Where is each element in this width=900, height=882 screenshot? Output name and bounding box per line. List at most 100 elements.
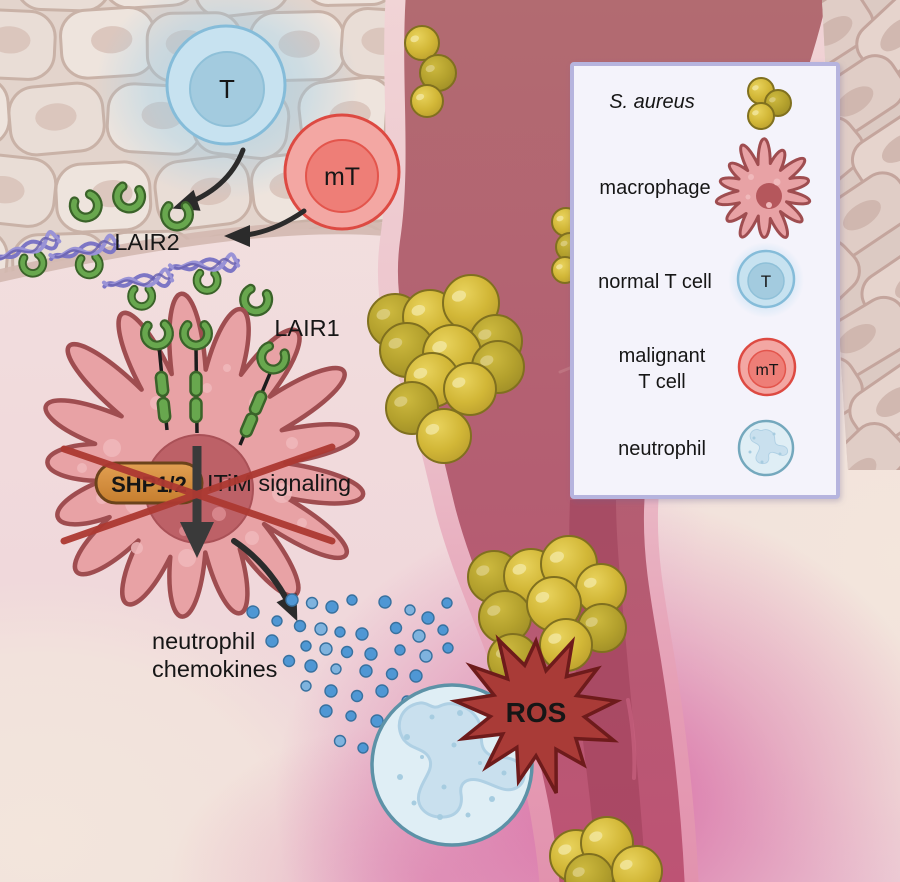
legend-label-macrophage: macrophage [599, 177, 710, 199]
epithelial-cell [14, 0, 113, 13]
normal-t-cell-icon: T [728, 242, 804, 318]
ros-star [449, 634, 623, 794]
chemokine-dot [378, 595, 392, 609]
epithelial-cell [301, 0, 399, 7]
macrophage: SHP1/2 ITiM signaling [43, 291, 366, 619]
legend-item-macrophage: macrophage [599, 137, 812, 239]
arrow-from-t-cell [172, 147, 246, 211]
collagen-strand [0, 229, 62, 278]
chemokine-dot [330, 663, 342, 675]
arrow-from-mt-cell [224, 208, 307, 247]
macrophage-icon [715, 137, 812, 239]
lair2-molecules [68, 181, 274, 317]
legend-item-malignant-t-cell: malignant T cell mT [619, 337, 797, 397]
chemokine-dot [419, 649, 433, 663]
chemokine-label-line1: neutrophil [152, 628, 255, 654]
chemokine-dot [412, 629, 426, 643]
inhibition-cross [60, 443, 336, 545]
chemokine-dot [246, 605, 260, 619]
chemokine-dot [441, 597, 453, 609]
lair-hook [160, 201, 194, 232]
lair-hook [256, 341, 291, 375]
collagen-lair2-complexes [0, 229, 241, 311]
s-aureus-cluster-bottom [549, 816, 663, 882]
s-aureus-cell [611, 845, 663, 882]
lair1-receptors [139, 319, 291, 446]
collagen-strand [101, 267, 175, 311]
malignant-t-cell-icon: mT [737, 337, 797, 397]
chemokine-dot [334, 626, 346, 638]
s-aureus-cluster-middle [367, 274, 525, 464]
chemokine-dot [325, 600, 339, 614]
legend-label-normal-t-cell: normal T cell [598, 271, 712, 293]
s-aureus-cell [564, 853, 614, 882]
legend-item-neutrophil: neutrophil [618, 419, 795, 477]
lair1-receptor [139, 319, 174, 431]
lair-hook [74, 252, 104, 280]
chemokine-dot [350, 689, 364, 703]
neutrophil-icon [737, 419, 795, 477]
chemokine-dot [285, 593, 299, 607]
chemokine-dot [345, 710, 357, 722]
t-cell-symbol: T [219, 74, 235, 104]
malignant-t-cell: mT [283, 113, 401, 231]
s-aureus-cell [443, 362, 497, 416]
chemokine-dot [304, 659, 318, 673]
s-aureus-cell [404, 25, 440, 61]
legend-label-malignant-line1: malignant [619, 345, 706, 367]
lair-hook [139, 319, 174, 351]
chemokine-dot [319, 642, 333, 656]
chemokine-dot [355, 627, 369, 641]
s-aureus-cell [410, 84, 444, 118]
collagen-strand [167, 252, 241, 295]
lair-hook [18, 250, 48, 278]
s-aureus-cell [747, 102, 775, 130]
epithelial-cell [850, 106, 900, 194]
chemokine-dot [319, 704, 333, 718]
chemokine-dot [389, 621, 403, 635]
lair-hook [239, 283, 274, 317]
s-aureus-cell [416, 408, 472, 464]
neutrophil-chemokine-dots [246, 593, 454, 754]
itim-arrow-head [180, 522, 214, 558]
legend-t-symbol: T [761, 272, 771, 291]
chemokine-dot [340, 645, 354, 659]
s-aureus-cell [539, 618, 593, 672]
chemokine-dot [282, 654, 296, 668]
epithelial-cell [0, 7, 57, 81]
chemokine-dot [385, 667, 399, 681]
legend-panel: S. aureus macrophage normal T cell T mal… [570, 62, 840, 499]
chemokine-dot [409, 669, 423, 683]
neutrophil-nucleus [397, 701, 526, 819]
secretion-arrows [172, 147, 307, 247]
chemokine-dot [324, 684, 338, 698]
legend-label-neutrophil: neutrophil [618, 438, 706, 460]
chemokine-dot [333, 734, 347, 748]
lair-hook [68, 189, 103, 223]
chemokine-label-line2: chemokines [152, 656, 277, 682]
lair-hook [112, 181, 147, 214]
legend-label-malignant-line2: T cell [638, 371, 685, 393]
lair-hook [192, 268, 222, 295]
collagen-strand [48, 233, 120, 280]
chemokine-dot [271, 615, 283, 627]
lair2-label: LAIR2 [114, 229, 179, 255]
chemokine-dot [305, 596, 319, 610]
chemokine-dot [404, 604, 416, 616]
legend-item-s-aureus: S. aureus [609, 77, 792, 130]
shp-pill [94, 461, 204, 505]
chemokine-dot [359, 664, 373, 678]
legend-item-normal-t-cell: normal T cell T [598, 242, 804, 318]
ros-burst: ROS [449, 634, 623, 794]
epithelial-cell [7, 81, 106, 157]
chemokine-dot [364, 647, 378, 661]
chemokine-dot [442, 642, 454, 654]
lair1-receptor [179, 320, 213, 434]
chemokine-dot [293, 619, 307, 633]
legend-label-s-aureus: S. aureus [609, 91, 695, 113]
s-aureus-cocci-icon [747, 77, 792, 130]
chemokine-dot [370, 714, 384, 728]
normal-t-cell: T [165, 24, 287, 146]
chemokine-dot [265, 634, 279, 648]
